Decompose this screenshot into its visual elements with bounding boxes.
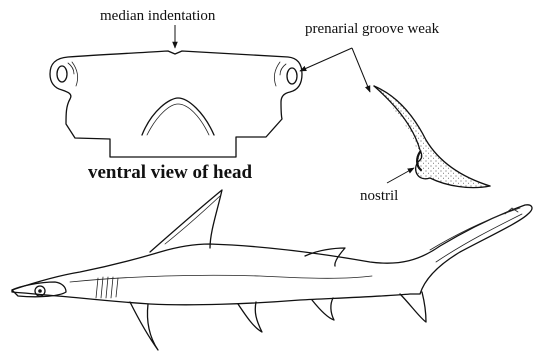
nostril-label: nostril	[360, 188, 398, 204]
prenarial-groove-detail	[374, 86, 490, 188]
prenarial-groove-label: prenarial groove weak	[305, 21, 440, 37]
ventral-view-title: ventral view of head	[88, 162, 253, 183]
median-indentation-label: median indentation	[100, 8, 216, 24]
shark-lateral-view	[12, 190, 532, 350]
ventral-head-view	[50, 51, 302, 157]
nostril-arrow	[387, 168, 414, 183]
prenarial-groove-arrow-left	[300, 48, 352, 71]
prenarial-groove-arrow-right	[352, 48, 370, 92]
